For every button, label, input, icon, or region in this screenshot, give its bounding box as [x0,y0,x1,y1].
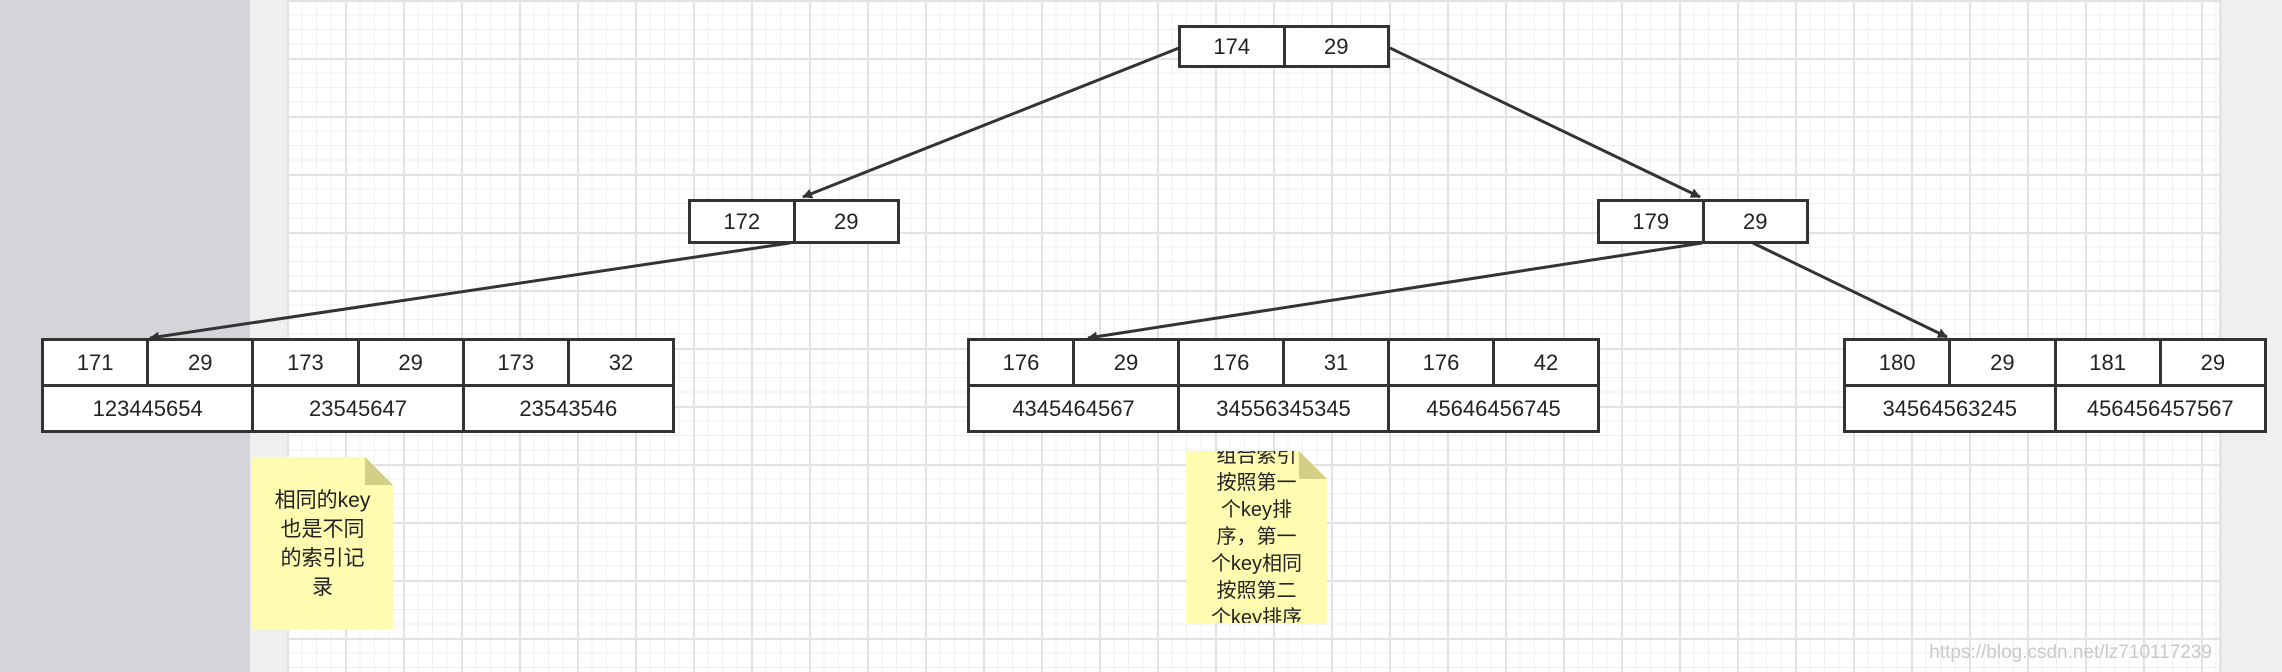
record-cell: 45646456745 [1426,395,1561,421]
edge-midleft-leafleft[interactable] [150,241,791,338]
key-cell: 29 [1324,33,1349,59]
right-scroll-strip[interactable] [2219,0,2282,672]
key-cell: 29 [1075,341,1180,384]
key-cell: 181 [2057,341,2162,384]
key-cell: 176 [1390,341,1495,384]
key-cell: 29 [149,341,255,384]
record-cell: 23543546 [519,395,618,421]
record-cell: 23545647 [254,387,465,430]
key-cell: 31 [1285,341,1390,384]
key-cell: 176 [970,341,1075,384]
watermark: https://blog.csdn.net/lz710117239 [1929,642,2212,663]
edge-root-midright[interactable] [1389,46,1700,199]
key-cell: 173 [254,341,360,384]
left-panel [0,0,250,672]
mid-right-node[interactable]: 179 29 [1597,199,1809,244]
record-cell: 34556345345 [1180,387,1390,430]
key-cell: 180 [1846,341,1952,384]
key-cell: 179 [1600,202,1705,241]
key-cell: 172 [691,202,796,241]
key-cell: 176 [1180,341,1285,384]
mid-left-node[interactable]: 172 29 [688,199,900,244]
record-cell: 4345464567 [970,387,1180,430]
record-cell: 123445654 [44,387,255,430]
key-cell: 32 [608,349,634,375]
key-cell: 29 [1951,341,2057,384]
leaf-middle-node[interactable]: 176 29 176 31 176 42 4345464567 34556345… [967,338,1600,433]
record-cell: 34564563245 [1846,387,2057,430]
key-cell: 42 [1533,349,1559,375]
edge-midright-leafright[interactable] [1752,241,1947,339]
edge-midright-leafmiddle[interactable] [1088,241,1703,338]
key-cell: 173 [465,341,570,384]
leaf-left-node[interactable]: 171 29 173 29 173 32 123445654 23545647 … [41,338,675,433]
note-text: 相同的key 也是不同 的索引记 录 [274,488,371,599]
note-composite-index[interactable]: 组合索引 按照第一 个key排 序，第一 个key相同 按照第二 个key排序 [1186,451,1327,623]
leaf-right-node[interactable]: 180 29 181 29 34564563245 456456457567 [1843,338,2267,433]
note-same-key[interactable]: 相同的key 也是不同 的索引记 录 [252,457,393,630]
grid-canvas[interactable] [287,0,2219,672]
root-node[interactable]: 174 29 [1178,25,1390,68]
key-cell: 29 [2200,349,2226,375]
record-cell: 456456457567 [2086,395,2234,421]
note-text: 组合索引 按照第一 个key排 序，第一 个key相同 按照第二 个key排序 [1210,444,1303,629]
edge-root-midleft[interactable] [803,46,1180,197]
key-cell: 29 [360,341,465,384]
key-cell: 29 [1743,208,1768,234]
key-cell: 29 [834,208,859,234]
key-cell: 174 [1181,28,1286,65]
key-cell: 171 [44,341,150,384]
